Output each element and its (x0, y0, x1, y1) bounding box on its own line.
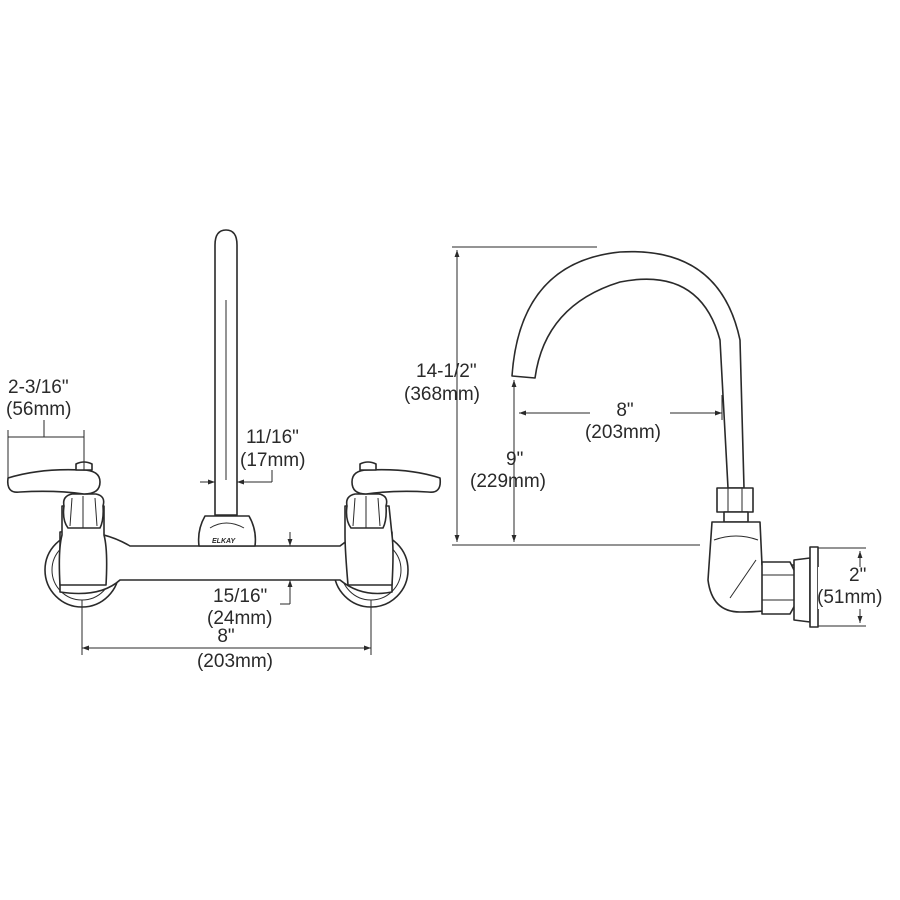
handle-width-imperial: 2-3/16" (8, 377, 69, 398)
overall-height-imperial: 14-1/2" (416, 361, 477, 382)
spout-height-metric: (229mm) (470, 471, 546, 492)
spout-height-dimension: 9" (229mm) (470, 380, 546, 542)
center-spread-metric: (203mm) (197, 651, 273, 672)
left-bonnet (62, 493, 105, 529)
spout-base-nut (197, 515, 257, 547)
overall-height-metric: (368mm) (404, 384, 480, 405)
handle-width-dimension: 2-3/16" (56mm) (6, 377, 85, 478)
spout-height-imperial: 9" (506, 449, 523, 470)
spout-reach-metric: (203mm) (585, 422, 661, 443)
spout-reach-dimension: 8" (203mm) (519, 395, 723, 443)
center-spread-dimension: 8" (203mm) (81, 600, 372, 672)
flange-diameter-metric: (51mm) (817, 587, 882, 608)
side-gooseneck-spout (511, 250, 745, 489)
spout-union-nut (716, 487, 754, 513)
handle-width-metric: (56mm) (6, 399, 71, 420)
left-lever-handle (6, 468, 101, 495)
spout-reach-imperial: 8" (616, 400, 633, 421)
faucet-body (59, 530, 393, 595)
center-spread-imperial: 8" (217, 626, 234, 647)
side-wall-flange (793, 557, 811, 623)
body-height-dimension: 15/16" (24mm) (207, 532, 293, 629)
body-height-imperial: 15/16" (213, 586, 267, 607)
spout-diameter-metric: (17mm) (240, 450, 305, 471)
side-view: 14-1/2" (368mm) 9" (229mm) 8" (203mm) 2"… (404, 246, 894, 628)
side-hex-coupling (761, 561, 796, 615)
body-height-metric: (24mm) (207, 608, 272, 629)
right-lever-handle (351, 468, 442, 495)
right-bonnet (345, 493, 388, 529)
right-handle-cap (359, 461, 377, 471)
flange-diameter-dimension: 2" (51mm) (817, 547, 894, 627)
flange-diameter-imperial: 2" (849, 565, 866, 586)
brand-logo: ELKAY (212, 538, 237, 545)
spout-diameter-imperial: 11/16" (246, 427, 299, 448)
front-view: ELKAY 2-3/16" (56mm) 11/16" (17mm) 15/16… (6, 229, 442, 672)
overall-height-dimension: 14-1/2" (368mm) (404, 246, 700, 546)
spout-diameter-dimension: 11/16" (17mm) (200, 427, 305, 485)
